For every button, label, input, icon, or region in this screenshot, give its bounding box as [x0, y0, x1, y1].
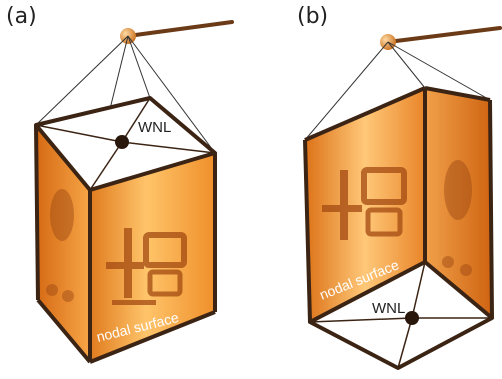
wnl-label-a: WNL	[138, 119, 171, 136]
front-face-a	[90, 153, 215, 362]
frame-a	[34, 96, 217, 364]
handle-stick-a	[126, 20, 234, 38]
side-pattern-b	[442, 160, 472, 276]
handle-stick-b	[386, 26, 502, 44]
wnl-point-a	[115, 135, 129, 149]
panel-b-label: (b)	[297, 4, 329, 29]
glyph-a	[106, 228, 187, 305]
bottom-diagonals-b	[309, 261, 492, 369]
side-face-a	[36, 125, 90, 362]
strings-b	[304, 41, 491, 141]
wnl-point-b	[405, 311, 419, 325]
front-face-b	[305, 88, 425, 322]
glyph-b	[322, 167, 407, 240]
side-pattern-a	[46, 189, 74, 302]
lantern-a: WNL nodal surface	[34, 20, 234, 364]
panel-a-label: (a)	[6, 4, 37, 29]
top-diagonals-a	[35, 97, 216, 191]
wnl-label-b: WNL	[372, 300, 405, 317]
lantern-b: WNL nodal surface	[303, 26, 502, 370]
side-face-b	[425, 88, 492, 318]
